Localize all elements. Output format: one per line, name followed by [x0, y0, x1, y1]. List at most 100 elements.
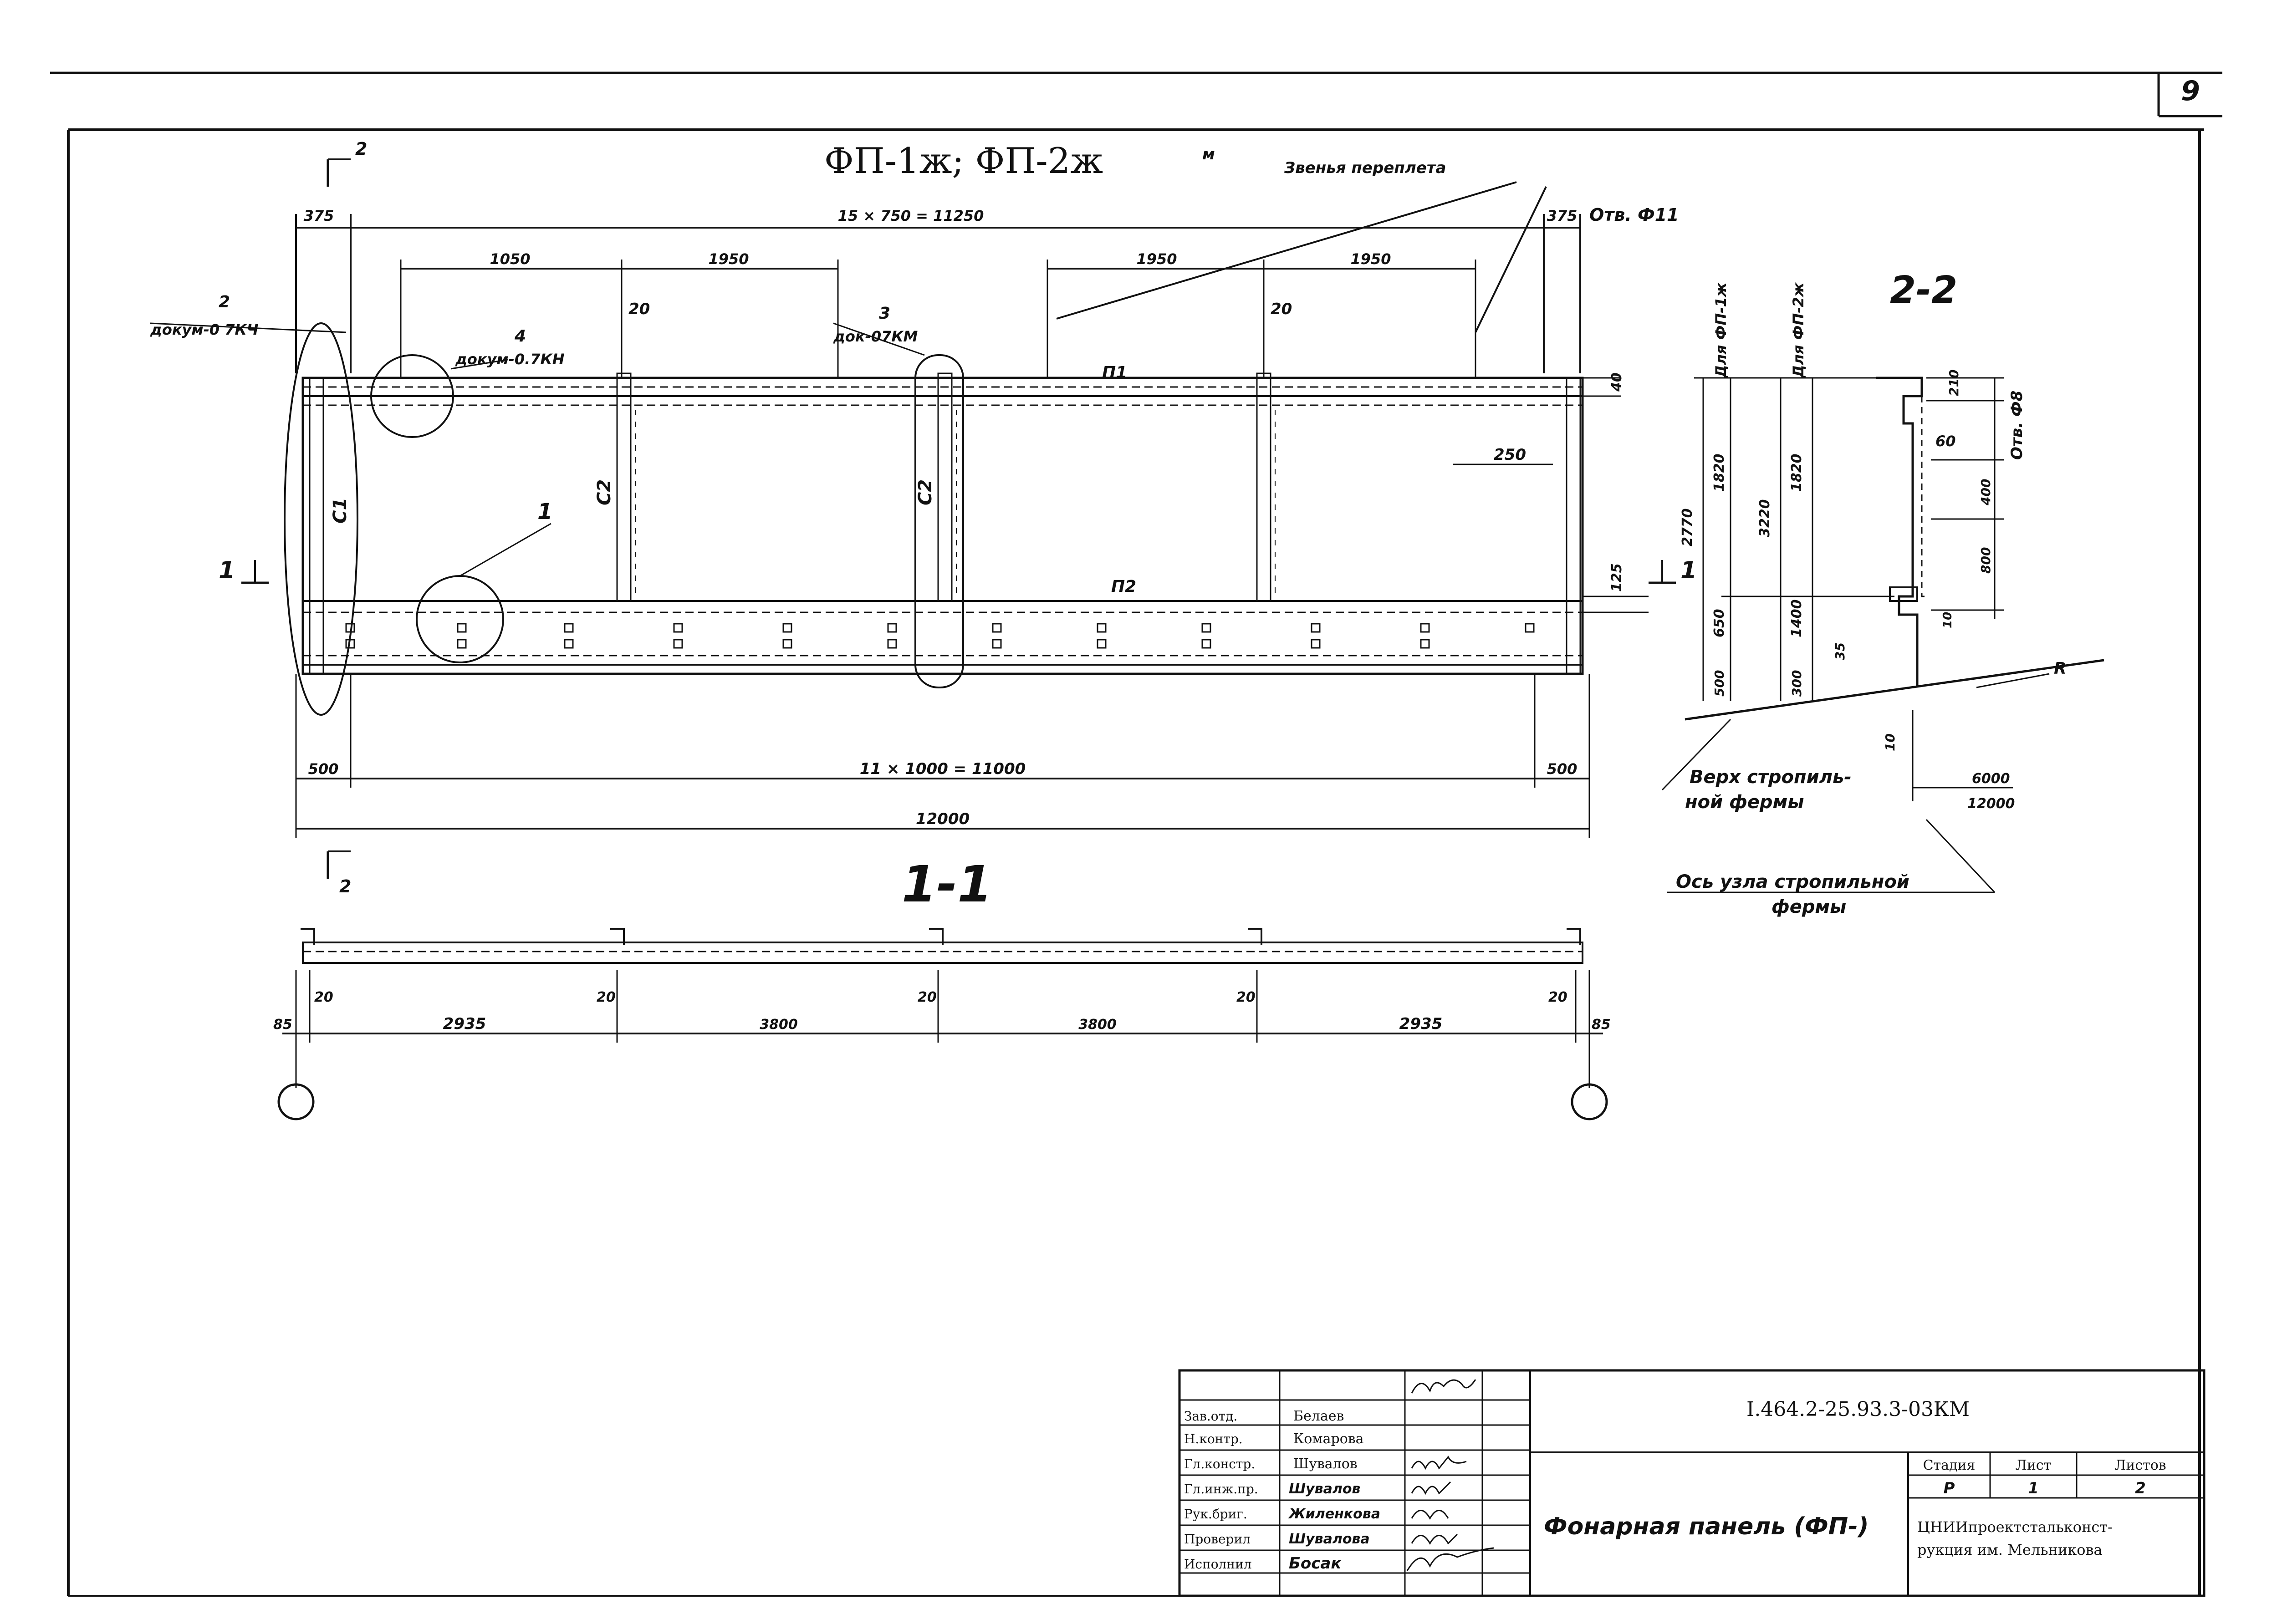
d-12000: 12000 [1967, 796, 2015, 812]
h-1820-a: 1820 [1711, 454, 1727, 492]
d-800: 800 [1978, 547, 1993, 574]
organisation-line2: рукция им. Мельникова [1917, 1541, 2103, 1558]
d-10-b: 10 [1883, 733, 1898, 751]
member-c2-left: С2 [594, 479, 615, 505]
cut-1-right: 1 [1680, 557, 1697, 584]
dim-125: 125 [1609, 563, 1625, 592]
section-1-1: 1-1 20 20 20 20 20 85 2935 3800 3800 293… [273, 855, 1611, 1120]
gap-3: 20 [918, 989, 937, 1005]
dim-bottom-right: 500 [1547, 760, 1578, 778]
dim-11-5: 85 [1592, 1017, 1611, 1033]
sash-links-note: Звенья переплета [1284, 159, 1446, 177]
dim-11-2: 3800 [760, 1017, 798, 1033]
truss-top-line2: ной фермы [1685, 792, 1804, 813]
dim-top-total: 15 × 750 = 11250 [838, 207, 984, 224]
d-1400: 1400 [1789, 600, 1805, 638]
gap-1: 20 [314, 989, 333, 1005]
callout-3-ref: док-07КМ [833, 328, 918, 345]
posts [309, 372, 1581, 675]
d-300: 300 [1789, 670, 1804, 697]
dim-11-4: 2935 [1399, 1015, 1443, 1033]
sheet-value: 1 [2028, 1479, 2039, 1497]
sheets-header: Листов [2114, 1457, 2166, 1473]
d-400: 400 [1978, 479, 1993, 506]
dim-right-end: 375 [1547, 207, 1578, 224]
dim-bottom-left: 500 [308, 760, 339, 778]
section-22-label: 2-2 [1890, 269, 1957, 312]
dim-250: 250 [1494, 446, 1526, 464]
role-1: Н.контр. [1184, 1431, 1243, 1446]
role-5: Проверил [1184, 1532, 1251, 1547]
stage-value: Р [1944, 1479, 1955, 1497]
callout-2-ref: докум-0 7КЧ [150, 321, 259, 338]
dim-40: 40 [1609, 372, 1625, 392]
title-block [1178, 1369, 2206, 1597]
h-3220: 3220 [1757, 499, 1773, 538]
page-number: 9 [2181, 75, 2200, 107]
member-p1: П1 [1102, 363, 1127, 382]
span-1: 1050 [490, 250, 530, 268]
h-2770: 2770 [1680, 509, 1695, 547]
bolt-holes [345, 623, 1535, 649]
gap-left: 20 [628, 300, 650, 318]
role-2: Гл.констр. [1184, 1456, 1255, 1471]
document-title: Фонарная панель (ФП-) [1544, 1513, 1869, 1540]
signatures [1406, 1379, 1494, 1571]
d-10-a: 10 [1941, 612, 1955, 628]
for-fp1: Для ФП-1ж [1712, 282, 1730, 378]
hole-note: Отв. Ф11 [1589, 205, 1679, 225]
role-3: Гл.инж.пр. [1184, 1481, 1258, 1497]
for-fp2: Для ФП-2ж [1790, 282, 1807, 378]
role-0: Зав.отд. [1184, 1409, 1237, 1424]
gap-right: 20 [1271, 300, 1292, 318]
organisation-line1: ЦНИИпроектстальконст- [1917, 1518, 2113, 1536]
dim-11-3: 3800 [1078, 1017, 1117, 1033]
d-60: 60 [1935, 433, 1956, 450]
callout-3-number: 3 [879, 304, 890, 323]
title-superscript: м [1202, 145, 1215, 163]
role-4: Рук.бриг. [1184, 1507, 1247, 1522]
section-2-2: 2-2 Для ФП-1ж Для ФП-2ж 2770 1820 3220 1… [1661, 269, 2104, 917]
dim-overall: 12000 [916, 810, 970, 828]
gap-4: 20 [1236, 989, 1256, 1005]
d-35: 35 [1833, 642, 1848, 660]
hole-8: Отв. Ф8 [2008, 391, 2026, 460]
callout-2-number: 2 [219, 293, 230, 311]
span-3: 1950 [1136, 250, 1177, 268]
document-code: I.464.2-25.93.3-03КМ [1746, 1398, 1970, 1421]
gap-5: 20 [1548, 989, 1567, 1005]
name-6: Босак [1289, 1554, 1342, 1573]
truss-axis-line1: Ось узла стропильной [1676, 871, 1909, 892]
section-11-dims [282, 970, 1603, 1074]
truss-axis-line2: фермы [1772, 896, 1846, 917]
d-210: 210 [1946, 370, 1961, 396]
dim-11-0: 85 [273, 1017, 292, 1033]
drawing-title: ФП-1ж; ФП-2ж [824, 141, 1103, 182]
span-2: 1950 [708, 250, 749, 268]
sheet-header: Лист [2016, 1457, 2051, 1473]
name-0: Белаев [1293, 1408, 1344, 1424]
member-p2: П2 [1111, 577, 1136, 596]
name-2: Шувалов [1293, 1456, 1358, 1472]
span-4: 1950 [1350, 250, 1391, 268]
gap-2: 20 [597, 989, 616, 1005]
dim-left-end: 375 [304, 207, 334, 224]
cut-2-top: 2 [355, 139, 367, 159]
d-650: 650 [1711, 609, 1727, 637]
cut-2-bottom: 2 [339, 876, 351, 896]
name-5: Шувалова [1289, 1531, 1370, 1547]
name-4: Жиленкова [1288, 1506, 1380, 1522]
sheet-frame [50, 71, 2222, 1597]
member-c2-mid: С2 [915, 479, 936, 505]
d-6000: 6000 [1972, 771, 2010, 787]
callout-1-number: 1 [537, 499, 552, 524]
truss-top-line1: Верх стропиль- [1690, 767, 1852, 788]
radius-r: R [2054, 659, 2067, 678]
name-1: Комарова [1293, 1431, 1364, 1447]
signature-rows: Зав.отд. Белаев Н.контр. Комарова Гл.кон… [1184, 1408, 1380, 1573]
sheets-value: 2 [2135, 1479, 2146, 1497]
section-11-label: 1-1 [902, 855, 992, 913]
callout-4-ref: докум-0.7КН [455, 351, 565, 368]
dim-11-1: 2935 [443, 1015, 486, 1033]
